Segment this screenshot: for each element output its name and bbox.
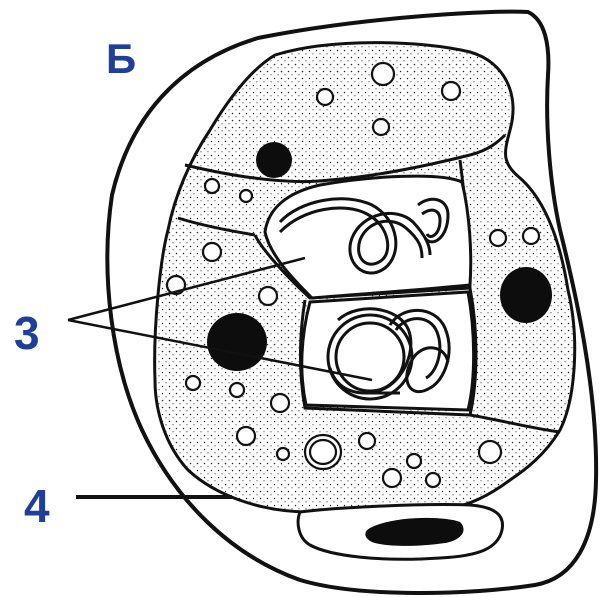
panel-label: Б — [106, 38, 136, 80]
callout-label-4: 4 — [24, 483, 50, 529]
callout-label-3: 3 — [14, 310, 40, 356]
